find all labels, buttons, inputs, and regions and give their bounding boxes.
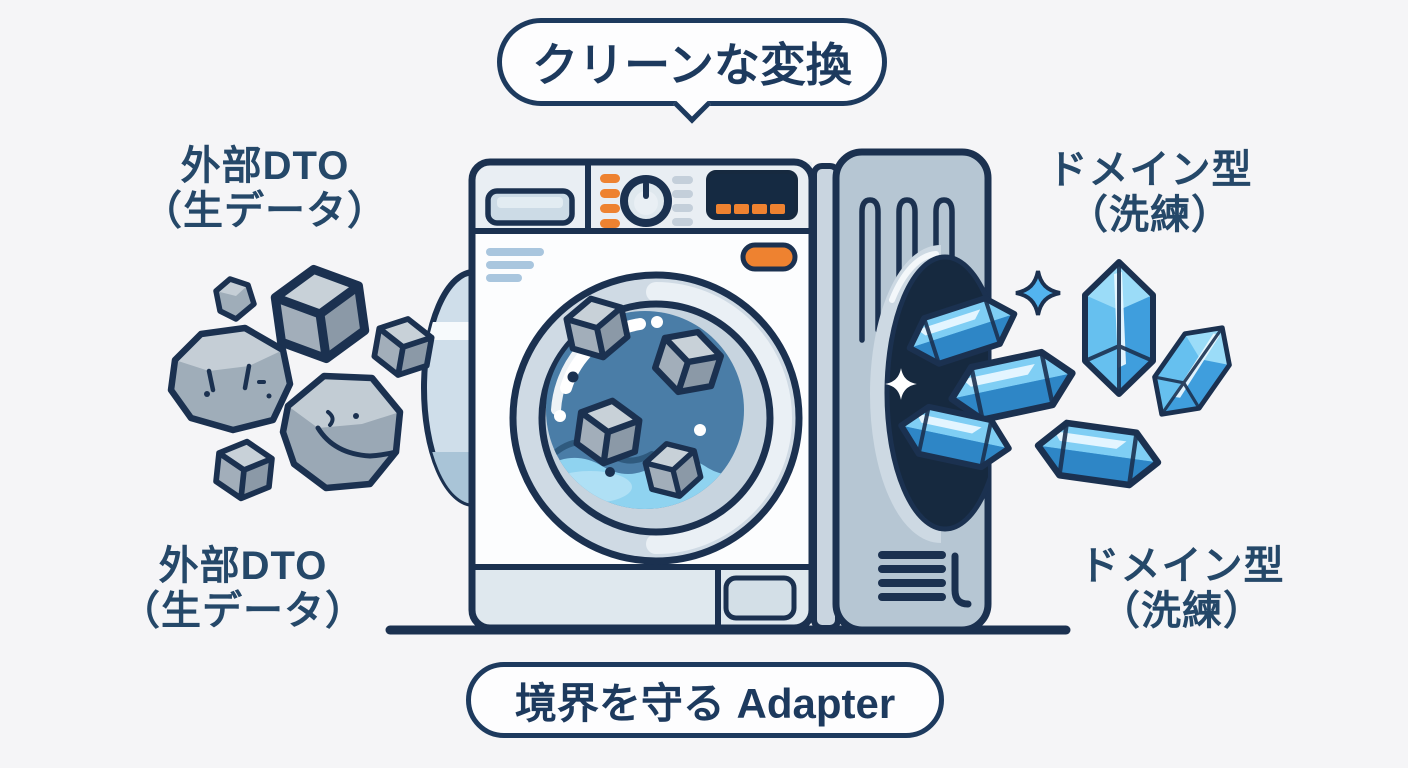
start-button-icon [740,242,798,272]
rock-small-pentagon [213,276,257,322]
clean-conversion-label: クリーンな変換 [532,39,852,91]
display-panel [706,170,798,220]
adapter-door [832,148,992,634]
crystal-gem [1034,419,1161,488]
input-label-top: 外部DTO （生データ） [118,144,412,234]
input-label-bottom: 外部DTO （生データ） [96,544,390,634]
filter-hatch [723,575,797,621]
orange-indicator-dashes [600,174,620,228]
output-label-bottom: ドメイン型 （洗練） [1038,544,1326,634]
rock-cube [272,264,368,365]
output-label-line2: （洗練） [1068,193,1232,238]
program-knob-icon [620,175,672,227]
washing-machine-body [468,158,816,632]
adapter-caption-label: 境界を守る Adapter [514,679,896,727]
drum-window [509,271,803,565]
door-rib [933,197,955,315]
output-label-line1: ドメイン型 [1079,544,1285,588]
clean-conversion-bubble: クリーンな変換 [497,18,887,124]
gray-indicator-dashes [672,176,693,226]
rock-cube [215,439,274,501]
door-rib [896,197,918,325]
rock-boulder [167,324,294,434]
output-label-line1: ドメイン型 [1047,148,1253,192]
door-rib [859,197,881,343]
input-label-line1: 外部DTO [158,544,328,588]
raw-dto-rocks [167,264,434,502]
door-vents [878,551,946,601]
input-label-line2: （生データ） [142,189,388,234]
output-label-line2: （洗練） [1100,589,1264,634]
crystal-gem [1085,262,1153,394]
sparkle-icon [1014,269,1062,317]
rock-boulder [279,372,404,492]
door-handle-line [951,552,972,608]
detergent-drawer [485,188,575,226]
input-label-line2: （生データ） [120,589,366,634]
output-label-top: ドメイン型 （洗練） [1006,148,1294,238]
speed-lines [486,248,544,282]
adapter-caption-bubble: 境界を守る Adapter [466,662,944,738]
input-label-line1: 外部DTO [180,144,350,188]
